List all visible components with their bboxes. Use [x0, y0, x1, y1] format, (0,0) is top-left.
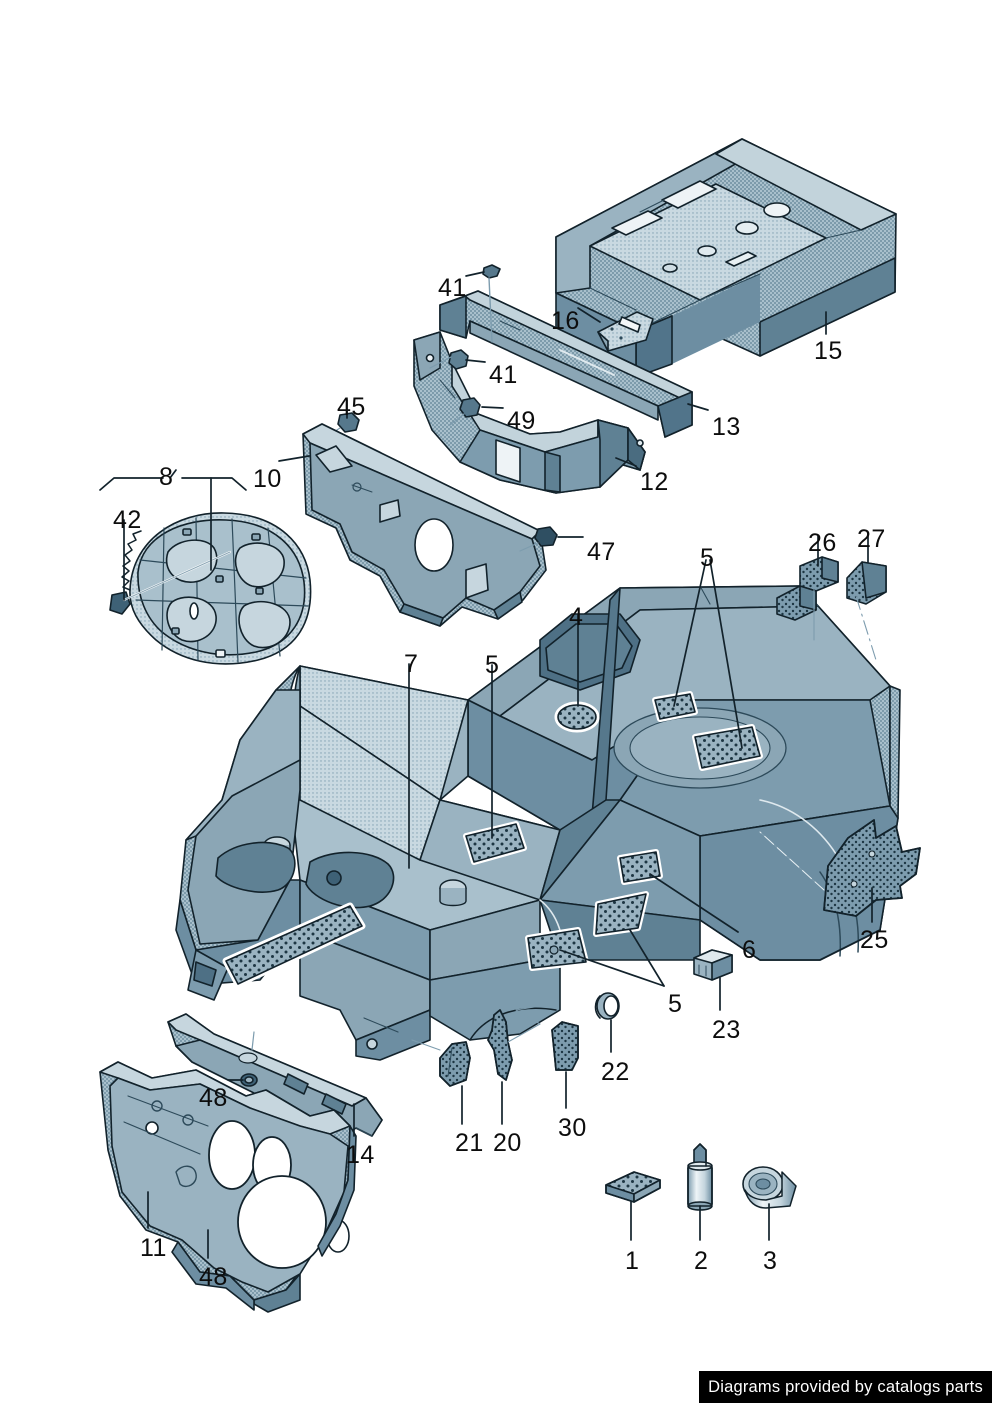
part-42-push-clip-wedge: [109, 591, 131, 615]
part-5-damping-pad-mid: [463, 821, 527, 865]
part-26-foam-block-t-shape: [776, 556, 839, 641]
part-27-foam-block-corner: [846, 561, 887, 661]
watermark-text: Diagrams provided by catalogs parts: [708, 1377, 983, 1396]
main-body-shell: [175, 585, 901, 1061]
callout-10: 10: [253, 465, 282, 493]
callout-1: 1: [625, 1247, 640, 1275]
part-48a-sealing-grommet: [240, 1073, 258, 1087]
part-4-round-damping-pad: [554, 701, 600, 733]
callout-23: 23: [712, 1016, 741, 1044]
part-1-damping-pad-square: [605, 1171, 661, 1203]
callout-27: 27: [857, 525, 886, 553]
callout-45: 45: [337, 393, 366, 421]
callout-22: 22: [601, 1058, 630, 1086]
callout-49: 49: [507, 407, 536, 435]
part-49-expanding-nut: [449, 397, 481, 426]
part-23-square-plug-cap: [693, 949, 733, 981]
callout-12: 12: [640, 468, 669, 496]
part-13-plenum-crossmember-cover: [439, 290, 693, 438]
callout-15: 15: [814, 337, 843, 365]
damping-pads-on-body: [222, 691, 763, 988]
callout-8: 8: [159, 463, 174, 491]
callout-26: 26: [808, 529, 837, 557]
callout-41-top: 41: [438, 274, 467, 302]
callout-42: 42: [113, 506, 142, 534]
part-47-expanding-rivet-small: [519, 526, 558, 552]
part-10-bulkhead-insulation-upper: [302, 423, 547, 627]
watermark-bar: Diagrams provided by catalogs parts: [699, 1371, 992, 1403]
part-8-wheel-housing-liner-assembly: [109, 512, 312, 665]
part-25-wheel-arch-insulation-pad: [759, 819, 921, 917]
callout-48-upper: 48: [199, 1084, 228, 1112]
part-12-plenum-chamber-cover: [413, 331, 646, 494]
part-3-sealing-tape-roll: [742, 1166, 797, 1209]
callout-5-mid: 5: [485, 651, 500, 679]
callout-14: 14: [346, 1141, 375, 1169]
callout-16: 16: [551, 307, 580, 335]
part-22-grommet-ring: [594, 992, 620, 1020]
part-11-bulkhead-insulation-lower: [99, 1061, 357, 1313]
callout-7: 7: [404, 650, 419, 678]
callout-5-lower: 5: [668, 990, 683, 1018]
callout-11: 11: [140, 1234, 167, 1262]
callout-2: 2: [694, 1247, 709, 1275]
part-41b-retaining-clip: [429, 349, 469, 370]
part-5-damping-pad-rear-right: [692, 724, 763, 771]
part-2-sealant-cartridge: [687, 1143, 713, 1211]
part-30-pillar-foam-insert-short: [551, 1021, 579, 1071]
callout-3: 3: [763, 1247, 778, 1275]
callout-4: 4: [569, 603, 584, 631]
callout-30: 30: [558, 1114, 587, 1142]
part-7-long-strip-damping-pad: [222, 902, 366, 988]
callout-47: 47: [587, 538, 616, 566]
callout-48-lower: 48: [199, 1263, 228, 1291]
callout-13: 13: [712, 413, 741, 441]
callout-41-mid: 41: [489, 361, 518, 389]
callout-6: 6: [742, 936, 757, 964]
part-21-pillar-foam-insert-wedge: [411, 1039, 471, 1087]
callout-5-rear: 5: [700, 544, 715, 572]
part-5-damping-pad-rear-left: [652, 691, 698, 722]
part-41a-retaining-clip-pin: [482, 264, 501, 343]
part-5-damping-pad-floor: [593, 891, 649, 937]
leader-lines: [99, 271, 873, 1259]
part-5-damping-pad-lower: [525, 927, 589, 971]
part-20-pillar-foam-insert-long: [487, 1003, 553, 1081]
callout-21: 21: [455, 1129, 484, 1157]
callout-20: 20: [493, 1129, 522, 1157]
callout-25: 25: [860, 926, 889, 954]
part-16-carpet-insert-pad: [597, 311, 654, 352]
